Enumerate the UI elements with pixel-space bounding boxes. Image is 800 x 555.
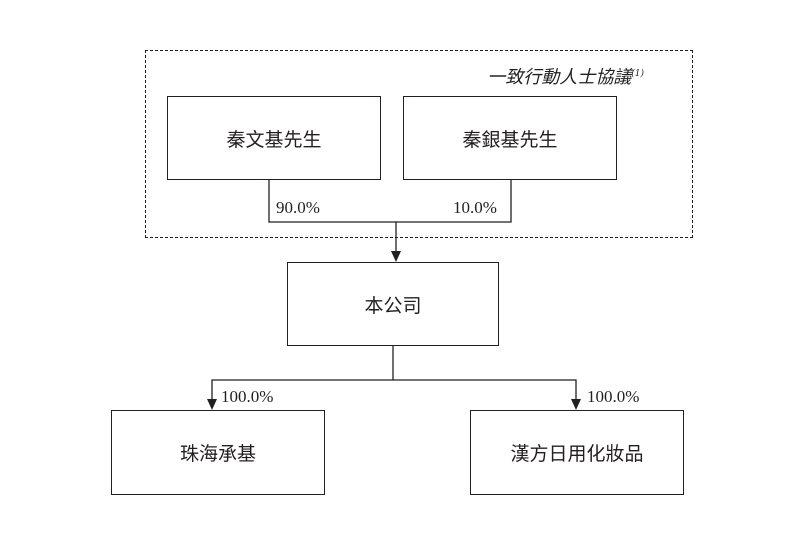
arrow-icon [571, 399, 581, 410]
ownership-label: 100.0% [587, 387, 640, 406]
subsidiary-box: 珠海承基 [111, 410, 325, 495]
subsidiary-box: 漢方日用化妝品 [470, 410, 684, 495]
ownership-label: 10.0% [453, 198, 497, 217]
shareholder-box: 秦銀基先生 [403, 96, 617, 180]
arrow-icon [391, 251, 401, 262]
ownership-label: 90.0% [276, 198, 320, 217]
concert-party-group: 一致行動人士協議(1) [145, 50, 693, 238]
ownership-label: 100.0% [221, 387, 274, 406]
group-label: 一致行動人士協議(1) [487, 67, 644, 88]
company-box: 本公司 [287, 262, 499, 346]
arrow-icon [207, 399, 217, 410]
shareholder-box: 秦文基先生 [167, 96, 381, 180]
